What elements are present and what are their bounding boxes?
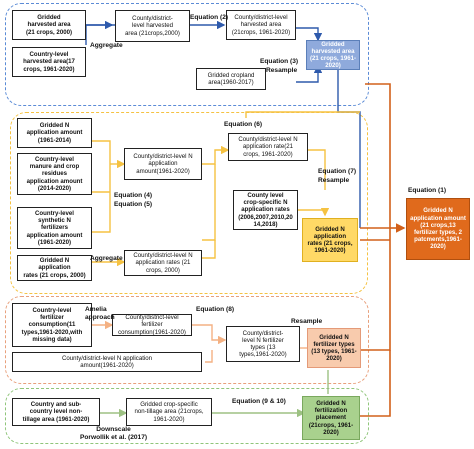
gridded-harvested-area-output: Gridded harvested area (21 crops, 1961- …: [306, 40, 360, 70]
equation-7-label: Equation (7): [318, 168, 357, 175]
gridded-tillage-box: Gridded crop-specific non-tillage area (…: [126, 398, 212, 426]
amelia-approach-label: Amelia approach: [85, 306, 115, 321]
county-n-rates-2000-box: County/district-level N application rate…: [124, 250, 202, 276]
gridded-n-rates-output: Gridded N application rates (21 crops, 1…: [302, 218, 358, 262]
county-n-amount-box: County/district-level N application amou…: [124, 148, 202, 180]
gridded-cropland-box: Gridded cropland area(1960-2017): [196, 68, 266, 90]
manure-residues-box: Country-level manure and crop residues a…: [17, 153, 92, 195]
region-n-application: [10, 112, 368, 294]
country-tillage-box: Country and sub- country level non- till…: [12, 398, 100, 426]
gridded-n-amount-final-output: Gridded N application amount (21 crops,1…: [406, 198, 470, 260]
county-n-amount-2-box: County/district-level N application amou…: [12, 352, 202, 372]
equation-2-label: Equation (2): [190, 14, 229, 21]
equation-6-label: Equation (6): [224, 121, 263, 128]
crop-specific-rates-box: County level crop-specific N application…: [233, 190, 298, 230]
gridded-placement-output: Gridded N fertilization placement (21cro…: [302, 396, 360, 440]
resample-label-2: Resample: [318, 177, 350, 184]
county-n-fertilizer-types-box: County/district- level N fertilizer type…: [226, 326, 300, 362]
gridded-fertilizer-types-output: Gridded N fertilizer types (13 types, 19…: [307, 328, 361, 368]
resample-label-3: Resample: [291, 318, 323, 325]
country-harvested-area-box: Country-level harvested area(17 crops, 1…: [12, 47, 86, 77]
aggregate-label-1: Aggregate: [90, 42, 123, 49]
equation-4-label: Equation (4): [114, 192, 153, 199]
gridded-harvested-area-2000-box: Gridded harvested area (21 crops, 2000): [12, 10, 86, 40]
county-harvested-area-2000-box: County/district- level harvested area (2…: [115, 10, 190, 42]
county-n-rate-box: County/district-level N application rate…: [228, 133, 308, 161]
synthetic-n-box: Country-level synthetic N fertilizers ap…: [17, 207, 92, 249]
equation-5-label: Equation (5): [114, 201, 153, 208]
region-fertilizer-types: [5, 296, 369, 384]
county-fertilizer-consumption-box: County/district-level fertilizer consump…: [112, 314, 192, 336]
aggregate-label-2: Aggregate: [90, 255, 123, 262]
equation-9-10-label: Equation (9 & 10): [232, 398, 286, 405]
county-harvested-area-1961-box: County/district-level harvested area (21…: [226, 10, 296, 40]
region-harvested-area: [5, 3, 369, 106]
gridded-n-amount-1961-box: Gridded N application amount (1961-2014): [17, 118, 92, 148]
equation-8-label: Equation (8): [196, 306, 235, 313]
resample-label-1: Resample: [266, 67, 298, 74]
equation-3-label: Equation (3): [260, 58, 299, 65]
downscale-label: Downscale Porwollik et al. (2017): [80, 426, 148, 441]
gridded-n-rates-2000-box: Gridded N application rates (21 crops, 2…: [17, 255, 92, 281]
country-fertilizer-consumption-box: Country-level fertilizer consumption(11 …: [12, 303, 92, 347]
equation-1-label: Equation (1): [408, 187, 447, 194]
